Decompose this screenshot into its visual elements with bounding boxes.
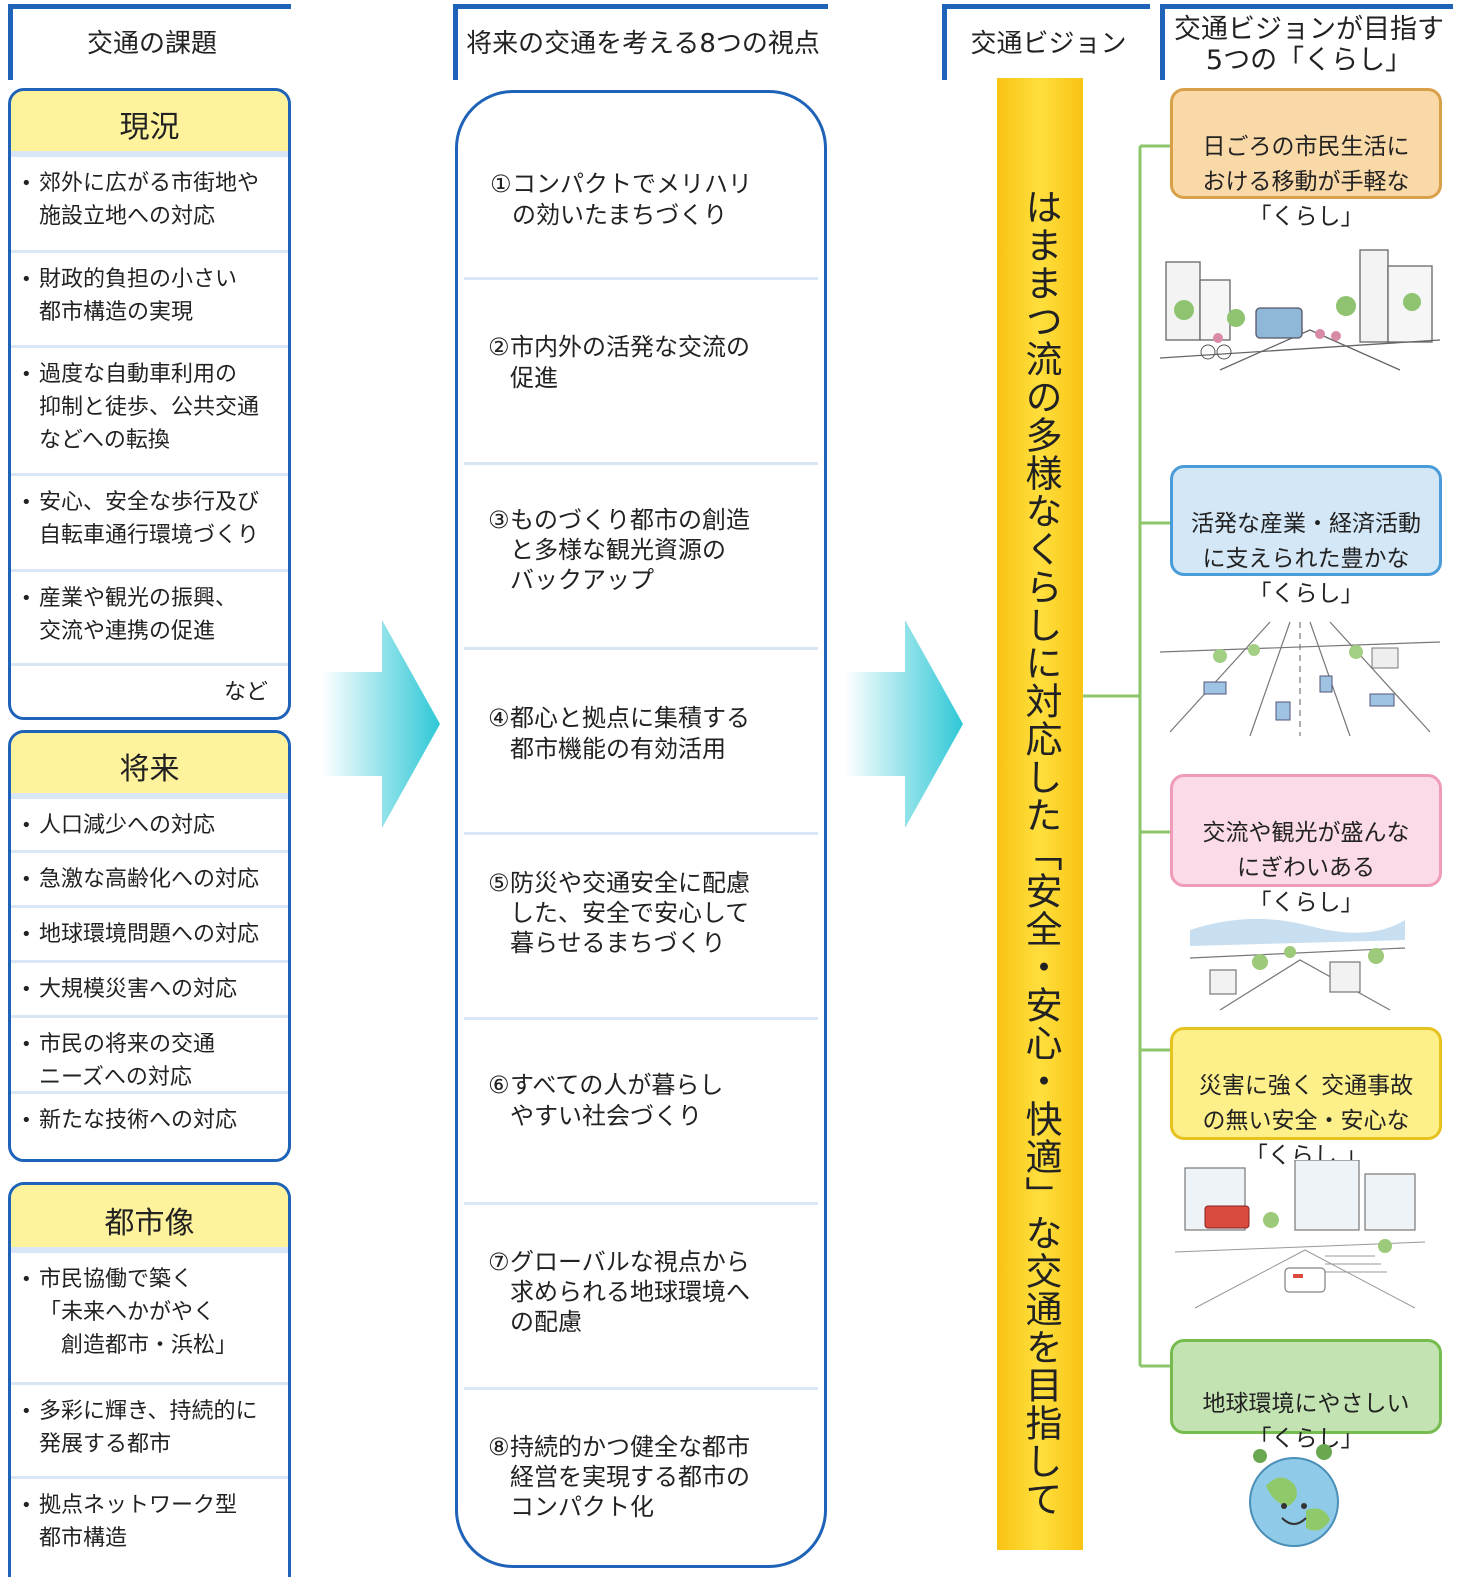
city-panel: 都市像 市民協働で築く 「未来へかがやく 創造都市・浜松」 多彩に輝き、持続的に…: [8, 1182, 291, 1577]
current-item: 財政的負担の小さい 都市構造の実現: [11, 250, 288, 345]
lifestyle-header: 交通ビジョンが目指す 5つの「くらし」: [1160, 4, 1453, 80]
future-panel-title: 将来: [11, 733, 288, 796]
riverside-city-illustration: [1190, 918, 1405, 1011]
current-panel-title: 現況: [11, 91, 288, 154]
vision-header-label: 交通ビジョン: [970, 29, 1127, 60]
future-item: 大規模災害への対応: [11, 960, 288, 1015]
goal-box-environment: 地球環境にやさしい「くらし」: [1170, 1339, 1442, 1452]
issues-header: 交通の課題: [8, 4, 291, 80]
vision-statement: はままつ流の多様なくらしに対応した「安全・安心・快適」な交通を目指して: [1019, 188, 1062, 1518]
goal-box-industry: 活発な産業・経済活動に支えられた豊かな「くらし」: [1170, 465, 1442, 607]
goal-box-daily-mobility: 日ごろの市民生活における移動が手軽な「くらし」: [1170, 88, 1442, 230]
city-item: 多彩に輝き、持続的に 発展する都市: [11, 1382, 288, 1476]
current-item: 安心、安全な歩行及び 自転車通行環境づくり: [11, 473, 288, 569]
future-item: 新たな技術への対応: [11, 1091, 288, 1151]
highway-illustration: [1160, 621, 1440, 737]
future-item: 人口減少への対応: [11, 796, 288, 850]
emergency-vehicles-illustration: [1175, 1160, 1425, 1309]
issues-header-label: 交通の課題: [86, 29, 217, 60]
city-panel-title: 都市像: [11, 1185, 288, 1250]
future-item: 市民の将来の交通 ニーズへの対応: [11, 1015, 288, 1091]
future-item: 地球環境問題への対応: [11, 905, 288, 960]
arrow-right-icon: [322, 620, 440, 828]
future-item: 急激な高齢化への対応: [11, 850, 288, 905]
current-panel: 現況 郊外に広がる市街地や 施設立地への対応 財政的負担の小さい 都市構造の実現…: [8, 88, 291, 720]
city-item: 拠点ネットワーク型 都市構造: [11, 1476, 288, 1576]
current-item: 過度な自動車利用の 抑制と徒歩、公共交通 などへの転換: [11, 345, 288, 473]
viewpoints-header-label: 将来の交通を考える8つの視点: [466, 29, 820, 60]
current-item: 産業や観光の振興、 交流や連携の促進: [11, 569, 288, 663]
street-scene-illustration: [1160, 249, 1440, 371]
lifestyle-header-line1: 交通ビジョンが目指す: [1174, 13, 1444, 45]
current-etc: など: [11, 663, 288, 717]
arrow-right-icon: [845, 620, 963, 828]
viewpoints-header: 将来の交通を考える8つの視点: [453, 4, 828, 80]
vision-header: 交通ビジョン: [942, 4, 1150, 80]
goal-box-safety: 災害に強く 交通事故の無い安全・安心な「くらし 」: [1170, 1027, 1442, 1169]
vision-bar: はままつ流の多様なくらしに対応した「安全・安心・快適」な交通を目指して: [997, 78, 1083, 1550]
city-item: 市民協働で築く 「未来へかがやく 創造都市・浜松」: [11, 1250, 288, 1382]
lifestyle-header-line2: 5つの「くらし」: [1205, 44, 1413, 76]
earth-illustration: [1249, 1444, 1339, 1547]
future-panel: 将来 人口減少への対応 急激な高齢化への対応 地球環境問題への対応 大規模災害へ…: [8, 730, 291, 1162]
connector-lines: [1083, 144, 1171, 1368]
current-item: 郊外に広がる市街地や 施設立地への対応: [11, 154, 288, 250]
goal-box-tourism: 交流や観光が盛んなにぎわいある「くらし」: [1170, 774, 1442, 916]
